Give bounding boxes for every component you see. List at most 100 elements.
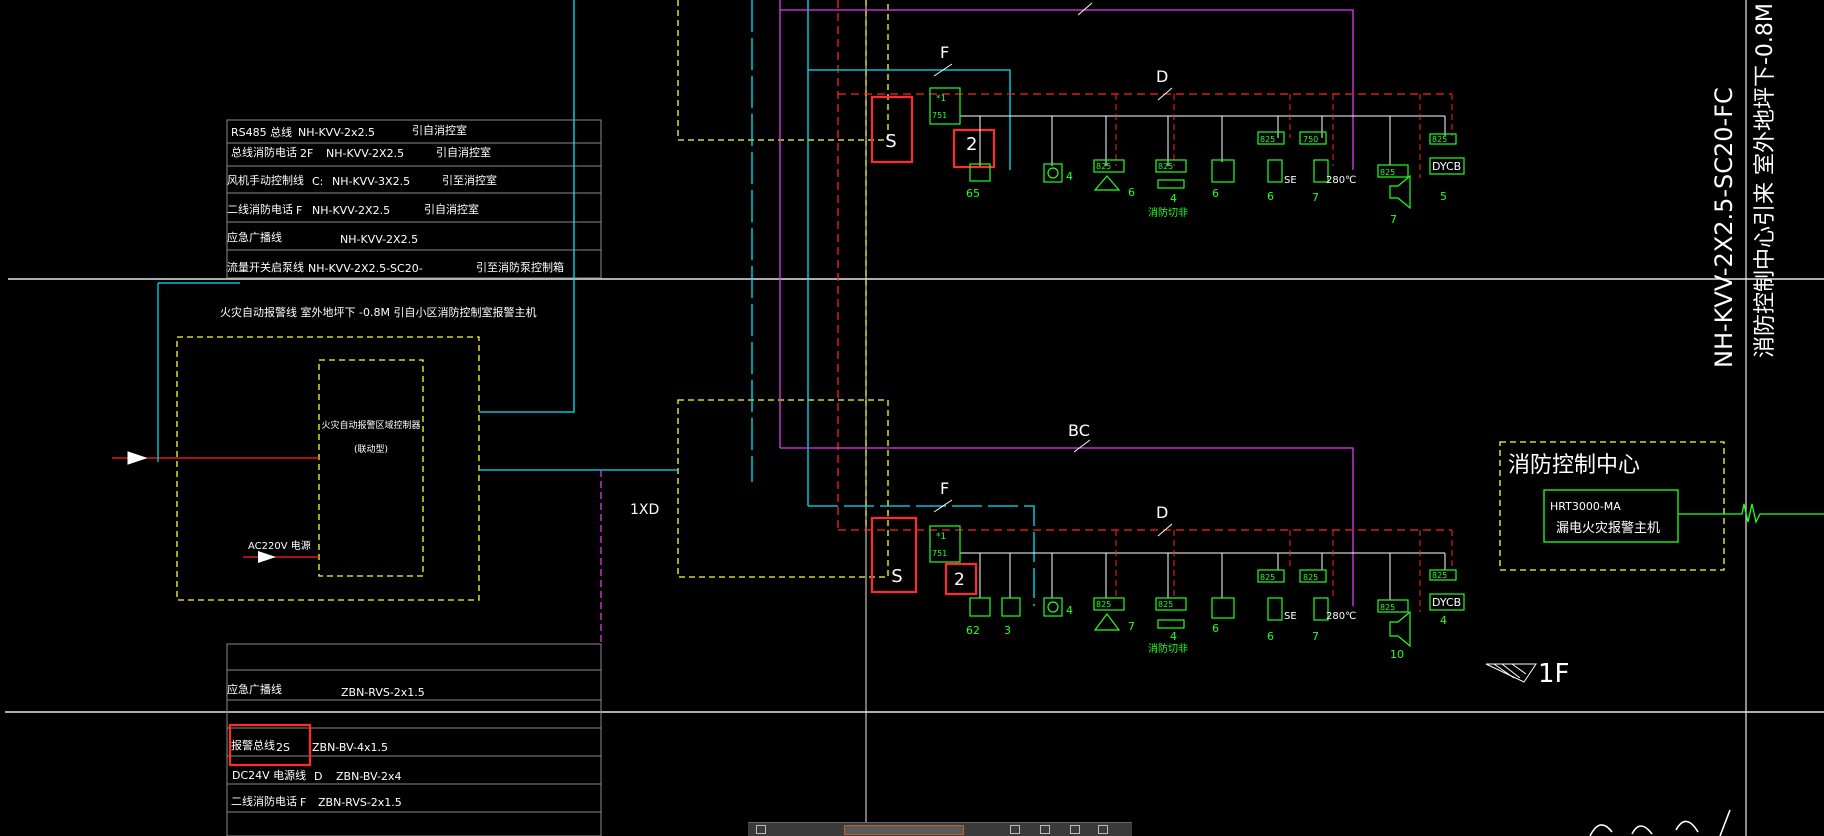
cable-note: 引自消控室	[412, 123, 467, 137]
cable-spec: NH-KVV-3X2.5	[332, 175, 410, 188]
module-bottom: 751	[932, 549, 947, 558]
device-count: 6	[1212, 187, 1219, 200]
device-count: 7	[1312, 630, 1319, 643]
floor-upper-devices: S 2 *1 751	[870, 87, 1465, 226]
device-count: 7	[1390, 213, 1397, 226]
floor-lower-devices: S 2 *1 751	[870, 516, 1465, 661]
cable-table-bottom-text: 应急广播线 ZBN-RVS-2x1.5 报警总线 2S ZBN-BV-4x1.5…	[227, 682, 425, 809]
device-count: 6	[1212, 622, 1219, 635]
cable-name: 二线消防电话	[231, 794, 297, 808]
controller-unit-outline	[318, 359, 424, 577]
cable-spec: ZBN-BV-4x1.5	[312, 741, 388, 754]
tag: 825	[1380, 603, 1395, 612]
window-icon[interactable]	[756, 825, 766, 834]
device-count: 5	[1440, 190, 1447, 203]
device-count: 65	[966, 187, 980, 200]
device-count: 7	[1128, 620, 1135, 633]
tag: 825	[1096, 600, 1111, 609]
cable-note: 引至消防泵控制箱	[476, 260, 564, 274]
line-label-d-lower: D	[1156, 503, 1168, 522]
controller-mode-label: (联动型)	[354, 444, 388, 455]
line-label-bc: BC	[1068, 421, 1090, 440]
active-tab[interactable]	[844, 825, 964, 835]
tag: 825	[1260, 573, 1275, 582]
arrow-icon[interactable]	[1040, 825, 1050, 834]
tag: 825	[1158, 162, 1173, 171]
riser-cable-label: NH-KVV-2X2.5-SC20-FC	[1710, 87, 1738, 368]
floor-level-marker: 1F	[1485, 659, 1570, 689]
dycb-label: DYCB	[1432, 596, 1461, 609]
incoming-alarm-line	[112, 282, 319, 465]
cable-spec: ZBN-BV-2x4	[336, 770, 401, 783]
host-name: 漏电火灾报警主机	[1556, 520, 1660, 536]
module-bottom: 751	[932, 111, 947, 120]
device-count: 10	[1390, 648, 1404, 661]
fire-control-center-title: 消防控制中心	[1508, 453, 1640, 478]
cable-name: 应急广播线	[227, 682, 282, 696]
se-label: SE	[1284, 175, 1297, 186]
highlight-box-s-upper	[870, 95, 914, 164]
cable-spec: ZBN-RVS-2x1.5	[341, 686, 425, 699]
cable-name: 风机手动控制线	[227, 173, 304, 187]
cable-note: 引自消控室	[424, 202, 479, 216]
host-model: HRT3000-MA	[1550, 500, 1621, 513]
cable-table-top	[226, 119, 602, 279]
device-count: 4	[1170, 192, 1177, 205]
dycb-label: DYCB	[1432, 160, 1461, 173]
floor-level-label: 1F	[1538, 659, 1570, 689]
device-count: 7	[1312, 191, 1319, 204]
controller-label: 火灾自动报警区域控制器	[321, 419, 420, 431]
junction-box-1xd	[677, 399, 889, 578]
line-label-f-upper: F	[940, 43, 949, 62]
highlight-box-2-upper	[952, 128, 996, 169]
cable-name: 二线消防电话	[227, 202, 293, 216]
tag: 825	[1432, 571, 1447, 580]
cable-spec: NH-KVV-2X2.5	[340, 233, 418, 246]
tool-icon[interactable]	[1010, 825, 1020, 834]
line-label-d-upper: D	[1156, 67, 1168, 86]
cable-table-bottom	[226, 643, 602, 836]
cable-name: DC24V 电源线	[232, 768, 306, 782]
tag: 825	[1158, 600, 1173, 609]
fire-cut-label: 消防切非	[1148, 642, 1188, 655]
cable-spec: NH-KVV-2X2.5-SC20-	[308, 262, 423, 275]
cable-table-top-text: RS485 总线 NH-KVV-2x2.5 引自消控室 总线消防电话 2F NH…	[227, 123, 564, 275]
command-bar[interactable]	[748, 822, 1132, 836]
cable-spec: ZBN-RVS-2x1.5	[318, 796, 402, 809]
cable-name: 应急广播线	[227, 230, 282, 244]
incoming-power-line	[243, 551, 319, 563]
device-count: 6	[1267, 190, 1274, 203]
cable-code: 2S	[276, 741, 290, 754]
highlight-alarm-bus	[228, 723, 312, 767]
highlight-box-2-lower	[944, 562, 978, 596]
device-count: 4	[1066, 604, 1073, 617]
temp-label: 280℃	[1326, 175, 1356, 186]
cable-name: RS485 总线	[231, 125, 292, 139]
cable-note: 引至消控室	[442, 173, 497, 187]
settings-icon[interactable]	[1098, 825, 1108, 834]
device-count: 62	[966, 624, 980, 637]
tag: 825	[1380, 168, 1395, 177]
cable-name: 报警总线	[231, 738, 275, 752]
device-count: 4	[1170, 630, 1177, 643]
cable-name: 总线消防电话	[231, 145, 297, 159]
se-label: SE	[1284, 611, 1297, 622]
fire-cut-label: 消防切非	[1148, 206, 1188, 219]
fire-control-center-outline	[1499, 441, 1725, 571]
junction-box-label: 1XD	[630, 502, 659, 518]
cable-spec: NH-KVV-2X2.5	[326, 147, 404, 160]
tag: 750	[1303, 135, 1318, 144]
fire-alarm-note: 火灾自动报警线 室外地坪下 -0.8M 引自小区消防控制室报警主机	[220, 305, 536, 319]
cable-code: F	[296, 204, 302, 217]
leakage-alarm-host-box	[1543, 489, 1679, 543]
device-count: 4	[1440, 614, 1447, 627]
host-link-line	[1678, 503, 1824, 524]
controller-cabinet-outline	[176, 336, 480, 601]
cable-code: 2F	[300, 147, 313, 160]
cable-spec: NH-KVV-2x2.5	[298, 126, 375, 139]
layout-icon[interactable]	[1070, 825, 1080, 834]
cable-spec: NH-KVV-2X2.5	[312, 204, 390, 217]
cable-name: 流量开关启泵线	[227, 260, 304, 274]
annotation-scribble	[1589, 809, 1731, 836]
